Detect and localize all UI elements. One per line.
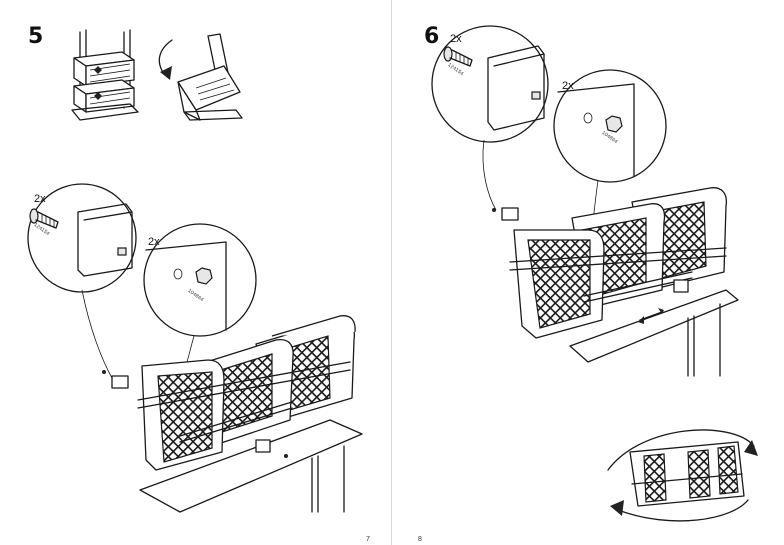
- page-number: 7: [366, 536, 370, 543]
- left-page: 5: [27, 24, 370, 543]
- stacked-baskets-diagram: [71, 29, 139, 121]
- basket-assembly: [102, 315, 363, 513]
- rotating-basket-diagram: [158, 33, 243, 121]
- right-page: 6: [392, 0, 784, 545]
- page-divider: [391, 0, 392, 545]
- step-5-illustration: [27, 29, 363, 513]
- step-number: 5: [28, 24, 44, 49]
- bolt-callout-bubble: [27, 183, 137, 379]
- basket-assembly: [492, 187, 739, 377]
- rotation-inset: [607, 429, 758, 522]
- bolt-quantity: 2x: [34, 193, 46, 205]
- bolt-quantity: 2x: [450, 33, 462, 45]
- bolt-callout-bubble: [431, 25, 549, 211]
- step-number: 6: [424, 24, 440, 49]
- nut-callout-bubble: [143, 223, 257, 373]
- page-number: 8: [418, 536, 422, 543]
- nut-callout-bubble: [553, 69, 667, 253]
- nut-quantity: 2x: [562, 80, 574, 92]
- step-6-illustration: [431, 25, 758, 522]
- nut-quantity: 2x: [148, 236, 160, 248]
